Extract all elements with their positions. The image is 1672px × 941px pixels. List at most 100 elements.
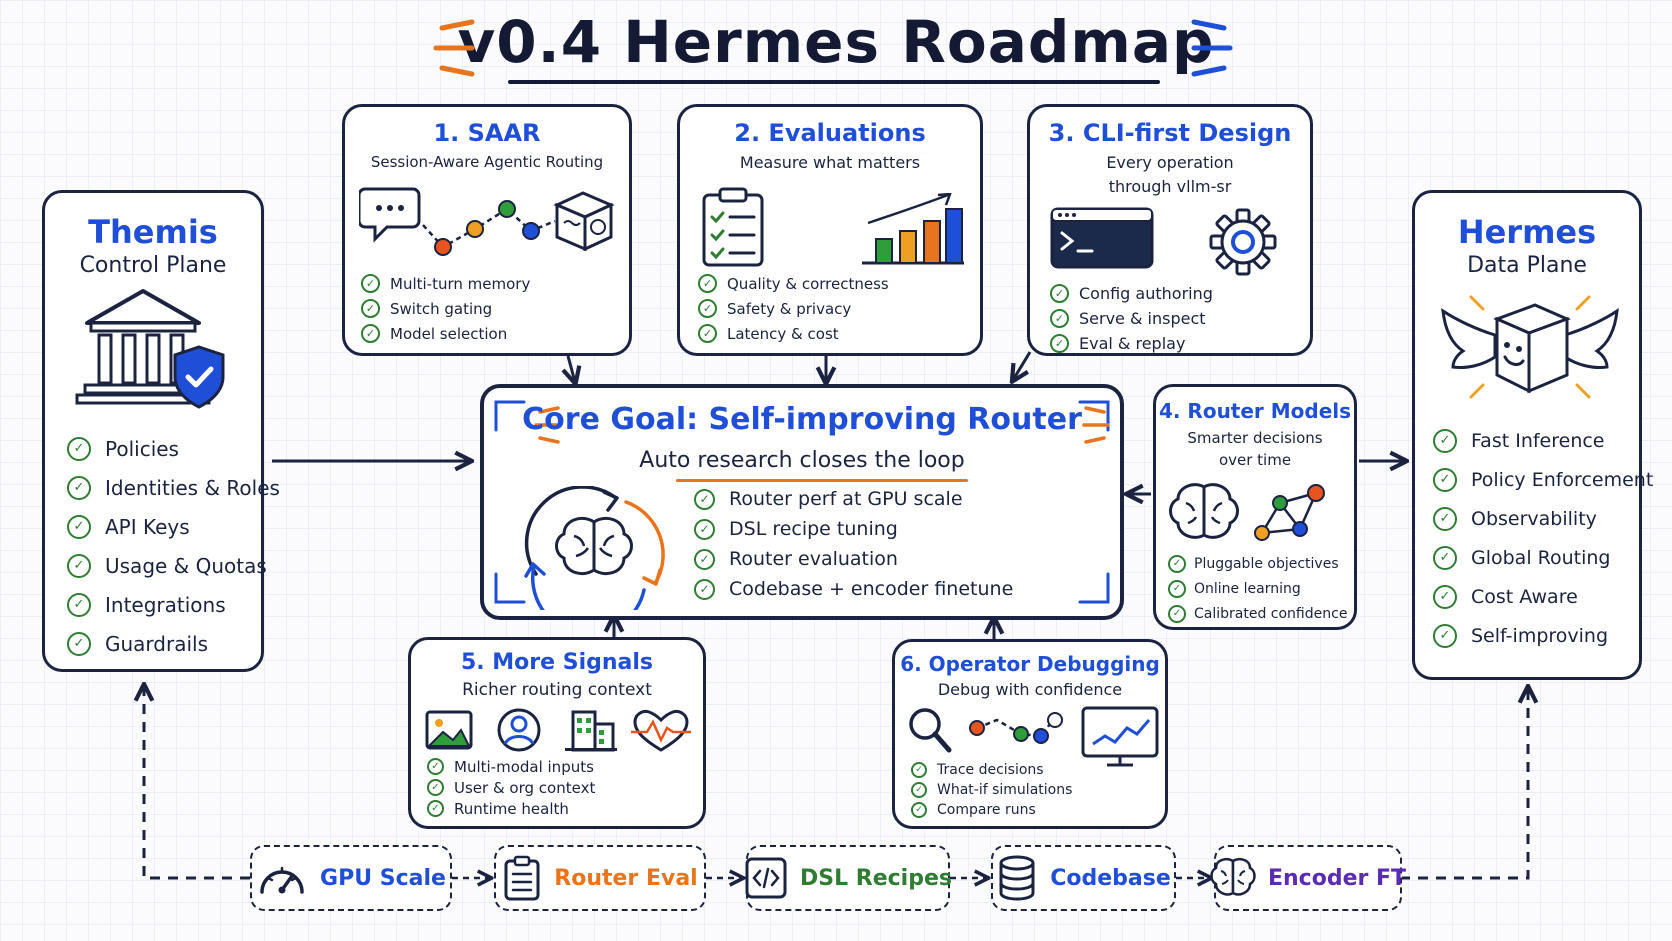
router-models-subtitle-1: Smarter decisions [1187, 429, 1323, 447]
pipeline-label: DSL Recipes [800, 865, 952, 891]
list-item: ✓Identities & Roles [67, 468, 280, 507]
bar-chart-icon [862, 193, 964, 265]
signals-title: 5. More Signals [460, 650, 654, 675]
evaluations-subtitle: Measure what matters [739, 153, 921, 172]
pipeline-label: GPU Scale [320, 865, 446, 891]
pipeline-label: Router Eval [554, 865, 698, 891]
check-icon: ✓ [1168, 604, 1186, 623]
arrow-pipeline-to-hermes [1400, 688, 1528, 880]
list-item: ✓Serve & inspect [1050, 306, 1213, 331]
list-item: ✓Pluggable objectives [1168, 551, 1347, 576]
check-icon: ✓ [698, 324, 717, 343]
arrow-cli-to-core [1013, 351, 1032, 380]
pipeline-encoder-ft: Encoder FT [1210, 845, 1406, 911]
hermes-subtitle: Data Plane [1467, 253, 1587, 278]
check-icon: ✓ [361, 274, 380, 293]
list-item: ✓Router perf at GPU scale [694, 484, 1013, 514]
pipeline-gpu-scale: GPU Scale [250, 845, 452, 911]
check-icon: ✓ [694, 578, 715, 600]
hermes-card: Hermes Data Plane ✓Fast Inference ✓Polic… [1412, 190, 1653, 680]
router-models-list: ✓Pluggable objectives ✓Online learning ✓… [1168, 551, 1347, 626]
debugging-list: ✓Trace decisions ✓What-if simulations ✓C… [911, 760, 1072, 820]
debugging-title: 6. Operator Debugging [900, 652, 1160, 676]
evaluations-title: 2. Evaluations [734, 119, 926, 147]
pipeline-router-eval: Router Eval [494, 845, 706, 911]
gauge-icon [260, 866, 304, 894]
themis-name: Themis [88, 213, 218, 251]
check-icon: ✓ [1168, 554, 1186, 573]
signals-icons [425, 708, 691, 752]
list-item: ✓Codebase + encoder finetune [694, 574, 1013, 604]
debug-icons [909, 706, 1159, 767]
core-list: ✓Router perf at GPU scale ✓DSL recipe tu… [694, 484, 1013, 604]
themis-card: Themis Control Plane ✓Policies ✓Identiti… [42, 190, 280, 672]
operator-debugging-card: 6. Operator Debugging Debug with confide… [892, 639, 1168, 829]
list-item: ✓Policies [67, 429, 280, 468]
core-corner-accents [494, 400, 1110, 604]
feedback-loop-brain-icon [524, 486, 665, 610]
core-spark-left-icon [534, 406, 562, 444]
list-item: ✓Online learning [1168, 576, 1347, 601]
list-item: ✓Fast Inference [1433, 421, 1653, 460]
saar-card: 1. SAAR Session-Aware Agentic Routing ✓M… [342, 104, 632, 356]
list-item: ✓Guardrails [67, 624, 280, 663]
core-title: Core Goal: Self-improving Router [522, 402, 1082, 437]
signals-list: ✓Multi-modal inputs ✓User & org context … [427, 756, 595, 819]
spark-left-icon [433, 19, 475, 77]
image-icon [425, 710, 473, 750]
pipeline-codebase: Codebase [991, 845, 1176, 911]
check-icon: ✓ [1433, 428, 1457, 453]
pipeline-label: Encoder FT [1267, 865, 1407, 891]
check-icon: ✓ [67, 631, 91, 656]
checklist-icon [702, 187, 764, 267]
list-item: ✓Integrations [67, 585, 280, 624]
list-item: ✓Global Routing [1433, 538, 1653, 577]
check-icon: ✓ [67, 514, 91, 539]
debugging-subtitle: Debug with confidence [937, 680, 1123, 699]
spark-right-icon [1191, 19, 1233, 77]
list-item: ✓Latency & cost [698, 321, 889, 346]
check-icon: ✓ [427, 779, 444, 796]
router-models-subtitle-2: over time [1218, 451, 1292, 469]
cli-title: 3. CLI-first Design [1048, 119, 1292, 147]
check-icon: ✓ [67, 553, 91, 578]
list-item: ✓User & org context [427, 777, 595, 798]
check-icon: ✓ [1433, 467, 1457, 492]
list-item: ✓API Keys [67, 507, 280, 546]
list-item: ✓Router evaluation [694, 544, 1013, 574]
winged-cube-icon [1441, 295, 1619, 399]
monitor-chart-icon [1081, 706, 1159, 767]
page-title: v0.4 Hermes Roadmap [457, 8, 1215, 76]
database-icon [999, 855, 1035, 901]
title-underline [508, 80, 1160, 84]
router-models-title: 4. Router Models [1158, 399, 1352, 423]
list-item: ✓Multi-turn memory [361, 271, 530, 296]
hermes-name: Hermes [1457, 213, 1597, 251]
arrow-saar-to-core [568, 355, 575, 382]
list-item: ✓Usage & Quotas [67, 546, 280, 585]
check-icon: ✓ [361, 324, 380, 343]
check-icon: ✓ [1433, 545, 1457, 570]
list-item: ✓Switch gating [361, 296, 530, 321]
user-icon [497, 708, 541, 752]
pipeline-dsl-recipes: DSL Recipes [745, 845, 952, 911]
check-icon: ✓ [694, 488, 715, 510]
core-goal-card: Core Goal: Self-improving Router Auto re… [480, 384, 1124, 620]
signals-subtitle: Richer routing context [462, 680, 652, 700]
core-subtitle-underline [676, 479, 968, 482]
check-icon: ✓ [1050, 334, 1069, 353]
terminal-icon [1050, 207, 1154, 269]
evaluations-list: ✓Quality & correctness ✓Safety & privacy… [698, 271, 889, 346]
routing-path-icon [359, 187, 615, 256]
themis-subtitle: Control Plane [79, 253, 227, 278]
cli-list: ✓Config authoring ✓Serve & inspect ✓Eval… [1050, 281, 1213, 356]
list-item: ✓Eval & replay [1050, 331, 1213, 356]
cli-card: 3. CLI-first Design Every operation thro… [1027, 104, 1313, 356]
check-icon: ✓ [427, 758, 444, 775]
list-item: ✓Policy Enforcement [1433, 460, 1653, 499]
cli-subtitle-2: through vllm-sr [1108, 177, 1232, 196]
trace-path-icon [969, 712, 1063, 744]
list-item: ✓Trace decisions [911, 760, 1072, 780]
brain-icon [1210, 858, 1256, 896]
